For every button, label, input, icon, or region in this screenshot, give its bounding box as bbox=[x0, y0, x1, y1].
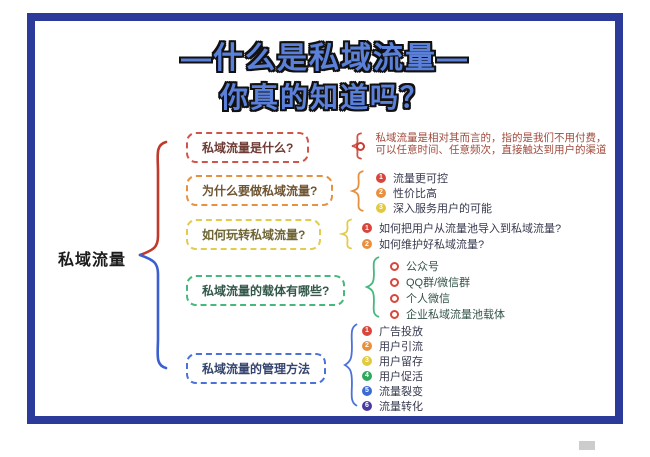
list-item: 6 流量转化 bbox=[362, 398, 423, 413]
list-item: 3 用户留存 bbox=[362, 353, 423, 368]
dot-icon bbox=[390, 293, 399, 303]
root-node-label: 私域流量 bbox=[57, 252, 126, 269]
branch-item-list: 1 广告投放 2 用户引流 3 用户留存 4 用户促活 5 流量裂变 6 流量转… bbox=[362, 323, 423, 413]
number-badge-icon: 4 bbox=[362, 370, 372, 381]
list-item: 企业私域流量池载体 bbox=[390, 306, 505, 322]
list-item: 1 流量更可控 bbox=[376, 170, 492, 185]
list-item: 公众号 bbox=[390, 258, 505, 274]
curly-brace-icon bbox=[341, 320, 359, 410]
root-curly-brace-icon bbox=[136, 140, 168, 370]
list-item-label: 广告投放 bbox=[379, 325, 423, 338]
number-badge-icon: 5 bbox=[362, 385, 372, 396]
list-item-label: 如何把用户从流量池导入到私域流量? bbox=[379, 223, 562, 235]
dot-icon bbox=[390, 309, 399, 319]
list-item-label: 流量转化 bbox=[379, 400, 423, 413]
number-badge-icon: 6 bbox=[362, 400, 372, 411]
number-badge-icon: 2 bbox=[362, 239, 372, 249]
list-item-label: 公众号 bbox=[406, 261, 439, 273]
branch-box-why: 为什么要做私域流量? bbox=[186, 175, 334, 206]
curly-brace-icon bbox=[349, 132, 363, 160]
number-badge-icon: 1 bbox=[376, 172, 386, 183]
curly-brace-icon bbox=[363, 254, 381, 320]
list-item: 2 性价比高 bbox=[376, 185, 492, 200]
list-item: QQ群/微信群 bbox=[390, 274, 505, 290]
list-item: 2 如何维护好私域流量? bbox=[362, 236, 561, 252]
branch-item-list: 1 如何把用户从流量池导入到私域流量? 2 如何维护好私域流量? bbox=[362, 220, 561, 252]
list-item: 1 广告投放 bbox=[362, 323, 423, 338]
number-badge-icon: 2 bbox=[376, 187, 386, 198]
list-item-label: 用户引流 bbox=[379, 340, 423, 353]
list-item-label: 深入服务用户的可能 bbox=[393, 202, 492, 215]
branch-box-management: 私域流量的管理方法 bbox=[186, 353, 327, 384]
list-item-label: 用户留存 bbox=[379, 355, 423, 368]
dot-icon bbox=[390, 261, 399, 271]
number-badge-icon: 1 bbox=[362, 325, 372, 336]
title-line-1: —什么是私域流量— bbox=[181, 42, 469, 75]
branch-box-carriers: 私域流量的载体有哪些? bbox=[186, 275, 346, 306]
list-item-label: 流量更可控 bbox=[393, 172, 448, 185]
curly-brace-icon bbox=[339, 218, 353, 250]
list-item-label: 性价比高 bbox=[393, 187, 437, 200]
curly-brace-icon bbox=[349, 169, 365, 213]
list-item: 个人微信 bbox=[390, 290, 505, 306]
branch-box-how-to-play: 如何玩转私域流量? bbox=[186, 219, 322, 250]
number-badge-icon: 3 bbox=[376, 202, 386, 213]
number-badge-icon: 2 bbox=[362, 340, 372, 351]
list-item-label: 如何维护好私域流量? bbox=[379, 239, 485, 251]
number-badge-icon: 1 bbox=[362, 223, 372, 233]
list-item-label: 流量裂变 bbox=[379, 385, 423, 398]
list-item: 4 用户促活 bbox=[362, 368, 423, 383]
list-item-label: QQ群/微信群 bbox=[406, 277, 471, 289]
border-frame bbox=[27, 13, 623, 424]
page-title: —什么是私域流量— 你真的知道吗？ bbox=[27, 42, 623, 114]
root-brace-bottom bbox=[140, 255, 166, 368]
dot-icon bbox=[356, 142, 365, 151]
watermark-artifact bbox=[579, 441, 595, 450]
branch-item-list: 公众号 QQ群/微信群 个人微信 企业私域流量池载体 bbox=[390, 258, 505, 322]
branch-item-list: 1 流量更可控 2 性价比高 3 深入服务用户的可能 bbox=[376, 170, 492, 215]
number-badge-icon: 3 bbox=[362, 355, 372, 366]
list-item: 5 流量裂变 bbox=[362, 383, 423, 398]
list-item: 3 深入服务用户的可能 bbox=[376, 200, 492, 215]
root-brace-top bbox=[140, 142, 166, 255]
list-item: 2 用户引流 bbox=[362, 338, 423, 353]
branch-box-what-is: 私域流量是什么? bbox=[186, 132, 310, 163]
list-item-label: 用户促活 bbox=[379, 370, 423, 383]
title-line-2: 你真的知道吗？ bbox=[219, 81, 430, 113]
dot-icon bbox=[390, 277, 399, 287]
list-item: 1 如何把用户从流量池导入到私域流量? bbox=[362, 220, 561, 236]
list-item-label: 企业私域流量池载体 bbox=[406, 309, 505, 321]
list-item-label: 个人微信 bbox=[406, 293, 450, 305]
branch-note-text: 私域流量是相对其而言的，指的是我们不用付费，可以任意时间、任意频次，直接触达到用… bbox=[375, 132, 607, 156]
